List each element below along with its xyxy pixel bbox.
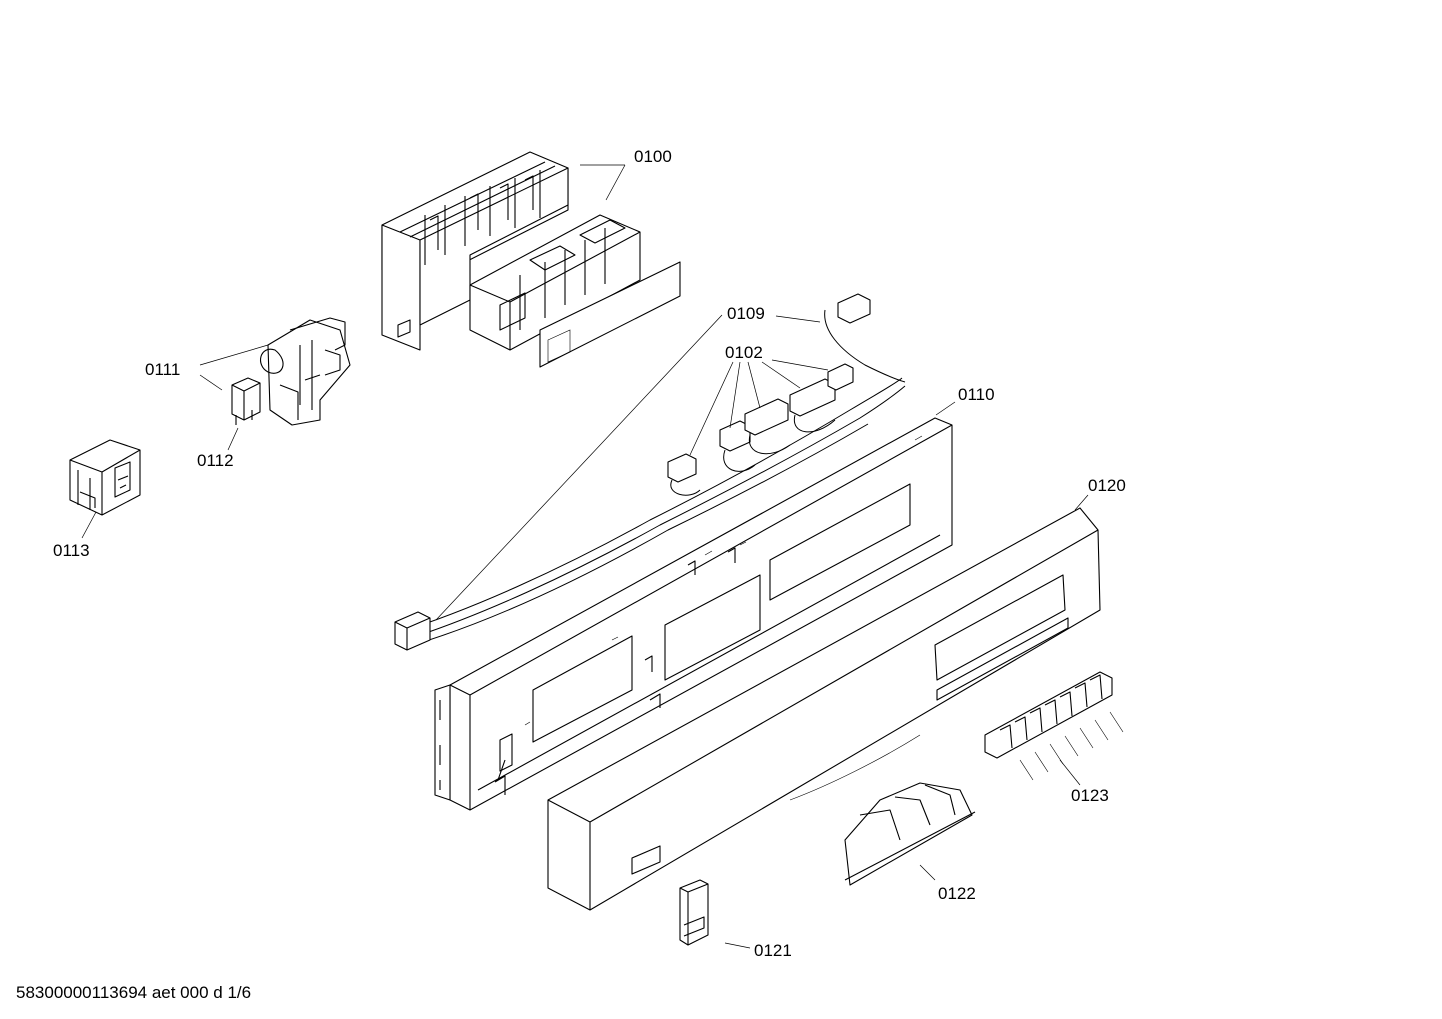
latch-drawing: [679, 879, 709, 946]
relay-drawing: [231, 377, 261, 425]
switch-block-drawing: [69, 439, 141, 516]
wiring-harness-drawing: [394, 293, 906, 651]
button-insert-drawing: [844, 782, 976, 886]
label-0102: 0102: [725, 343, 763, 362]
drawing-reference-footer: 58300000113694 aet 000 d 1/6: [16, 983, 251, 1002]
label-0120: 0120: [1088, 476, 1126, 495]
carrier-frame-drawing: [434, 417, 953, 811]
button-strip-drawing: [984, 671, 1113, 759]
label-0123: 0123: [1071, 786, 1109, 805]
label-0100: 0100: [634, 147, 672, 166]
leader-lines: [81, 164, 1124, 949]
label-0121: 0121: [754, 941, 792, 960]
label-0111: 0111: [145, 360, 180, 379]
electronic-module-drawing: [381, 151, 681, 368]
label-0112: 0112: [197, 451, 234, 470]
part-labels: 0100 0109 0102 0110 0111 0112 0113 0120 …: [53, 147, 1126, 960]
label-0122: 0122: [938, 884, 976, 903]
label-0109: 0109: [727, 304, 765, 323]
connectors-drawing: [667, 363, 854, 496]
label-0110: 0110: [958, 385, 995, 404]
front-fascia-drawing: [547, 507, 1101, 911]
label-0113: 0113: [53, 541, 90, 560]
valve-housing-drawing: [260, 317, 351, 426]
